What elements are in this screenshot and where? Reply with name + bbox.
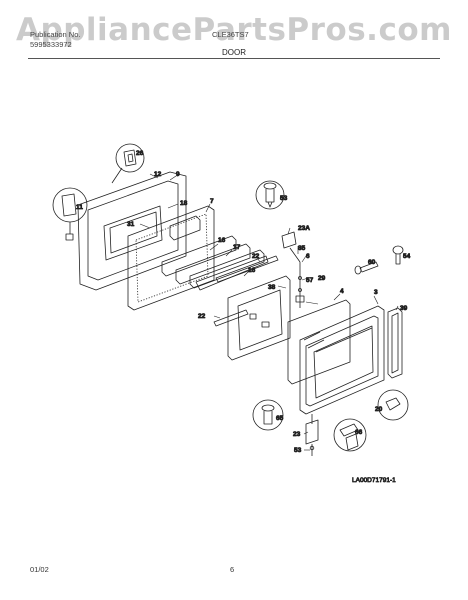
footer-date: 01/02 — [30, 565, 49, 574]
model-code: CLE36TS7 — [212, 30, 249, 39]
label-12: 12 — [154, 171, 162, 178]
part-11-bubble — [52, 187, 88, 241]
label-17: 17 — [233, 244, 241, 251]
part-16-17-channels — [161, 215, 269, 291]
label-29: 29 — [318, 275, 326, 282]
part-4-glass — [287, 299, 351, 385]
label-57: 57 — [306, 277, 314, 284]
publication-number: 5995333972 — [30, 40, 72, 49]
label-85: 85 — [298, 245, 306, 252]
label-22-upper: 22 — [252, 253, 260, 260]
label-66: 66 — [355, 429, 363, 436]
label-53-bottom: 53 — [294, 447, 302, 454]
label-23: 23 — [293, 431, 301, 438]
label-60: 60 — [368, 259, 376, 266]
label-31: 31 — [127, 221, 135, 228]
header-divider — [28, 58, 440, 59]
label-39: 39 — [400, 305, 408, 312]
part-23A-hinge — [281, 231, 305, 308]
label-23A: 23A — [298, 225, 310, 232]
label-4: 4 — [340, 288, 344, 295]
part-38-liner — [227, 275, 291, 361]
part-39-handle — [387, 307, 403, 379]
part-20-bubble — [377, 389, 409, 421]
part-54-screw — [392, 245, 404, 265]
part-53-screw-bubble — [255, 180, 285, 210]
part-7-insulation — [127, 205, 215, 311]
publication-label: Publication No. — [30, 30, 81, 39]
label-6: 6 — [306, 253, 310, 260]
label-38: 38 — [268, 284, 276, 291]
label-53-top: 53 — [280, 195, 288, 202]
label-18: 18 — [180, 200, 188, 207]
label-16-upper: 16 — [218, 237, 226, 244]
part-26-bubble — [111, 143, 145, 184]
part-22-trim — [213, 255, 279, 327]
label-54: 54 — [403, 253, 411, 260]
label-7: 7 — [210, 198, 214, 205]
label-26: 26 — [136, 150, 144, 157]
part-3-outer-frame — [299, 305, 385, 415]
leader-lines — [139, 173, 399, 451]
part-60-screw — [354, 261, 379, 275]
part-66-bubble — [333, 418, 367, 452]
figure-id: LA00D71791-1 — [352, 477, 396, 484]
watermark-logo: AppliancePartsPros.com — [16, 12, 452, 48]
label-11: 11 — [76, 204, 83, 211]
footer-page-number: 6 — [230, 565, 235, 574]
label-3: 3 — [374, 289, 378, 296]
label-9: 9 — [176, 171, 180, 178]
label-65: 65 — [276, 415, 284, 422]
label-16-lower: 16 — [248, 267, 256, 274]
part-65-bubble — [252, 399, 284, 431]
part-23-bottom-hinge — [305, 414, 319, 456]
label-20: 20 — [375, 406, 383, 413]
part-9-inner-panel — [77, 171, 187, 291]
label-22-lower: 22 — [198, 313, 206, 320]
section-title: DOOR — [222, 48, 246, 57]
